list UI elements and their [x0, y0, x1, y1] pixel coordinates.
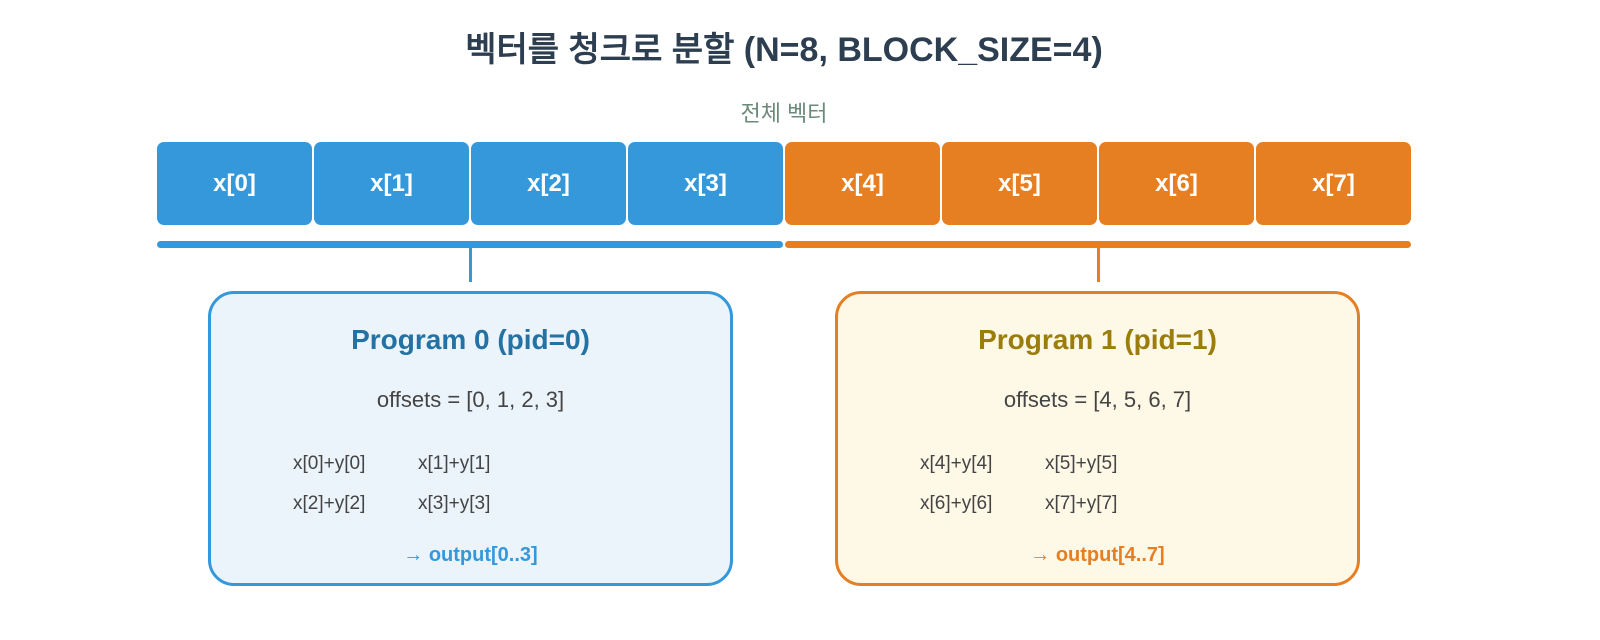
program-offsets: offsets = [0, 1, 2, 3] — [376, 387, 565, 412]
program-op: x[7]+y[7] — [1045, 493, 1118, 514]
vector-cell: x[5] — [942, 142, 1097, 225]
vector-cell: x[3] — [628, 142, 783, 225]
program-title: Program 1 (pid=1) — [978, 324, 1217, 355]
program-op: x[5]+y[5] — [1045, 453, 1118, 474]
vector-cell: x[4] — [785, 142, 940, 225]
chunk-1-connector — [1097, 248, 1100, 282]
program-op: x[0]+y[0] — [293, 453, 366, 474]
program-op: x[1]+y[1] — [418, 453, 491, 474]
vector-label: 전체 벡터 — [740, 101, 828, 126]
vector-cell: x[0] — [157, 142, 312, 225]
program-op: x[4]+y[4] — [920, 453, 993, 474]
diagram-title: 벡터를 청크로 분할 (N=8, BLOCK_SIZE=4) — [465, 31, 1103, 69]
program-title: Program 0 (pid=0) — [351, 324, 590, 355]
program-offsets: offsets = [4, 5, 6, 7] — [1003, 387, 1192, 412]
vector-cell: x[6] — [1099, 142, 1254, 225]
program-op: x[3]+y[3] — [418, 493, 491, 514]
chunk-1-bracket — [785, 241, 1411, 248]
vector-cell: x[1] — [314, 142, 469, 225]
chunk-0-bracket — [157, 241, 783, 248]
program-op: x[2]+y[2] — [293, 493, 366, 514]
chunk-0-connector — [469, 248, 472, 282]
program-output: → output[0..3] — [403, 544, 538, 566]
vector-cell: x[2] — [471, 142, 626, 225]
program-0-box: Program 0 (pid=0) offsets = [0, 1, 2, 3]… — [208, 291, 733, 586]
vector-cell: x[7] — [1256, 142, 1411, 225]
program-output: → output[4..7] — [1030, 544, 1165, 566]
program-op: x[6]+y[6] — [920, 493, 993, 514]
program-1-box: Program 1 (pid=1) offsets = [4, 5, 6, 7]… — [835, 291, 1360, 586]
